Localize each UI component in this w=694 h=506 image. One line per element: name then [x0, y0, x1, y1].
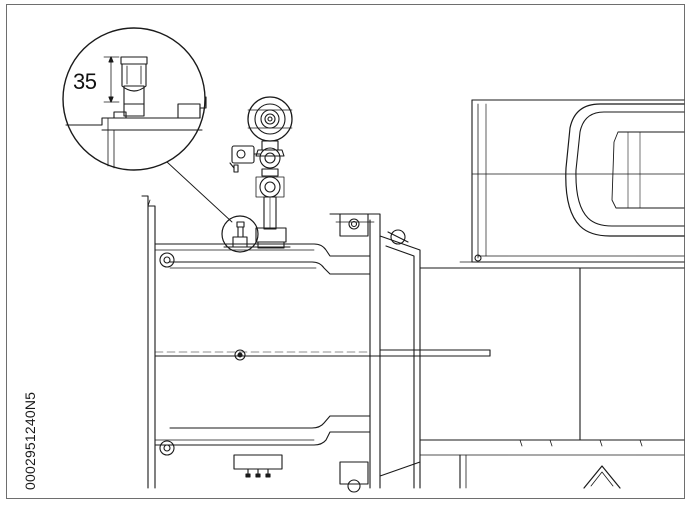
- detail-view: [62, 27, 233, 223]
- burner-housing: [141, 195, 421, 493]
- blast-tube: [379, 261, 685, 489]
- valve-assembly: [229, 96, 293, 249]
- dimension-label: 35: [73, 69, 97, 94]
- document-code: 0002951240N5: [22, 391, 38, 490]
- motor-housing: [471, 99, 685, 263]
- pressure-sensor: [221, 215, 291, 253]
